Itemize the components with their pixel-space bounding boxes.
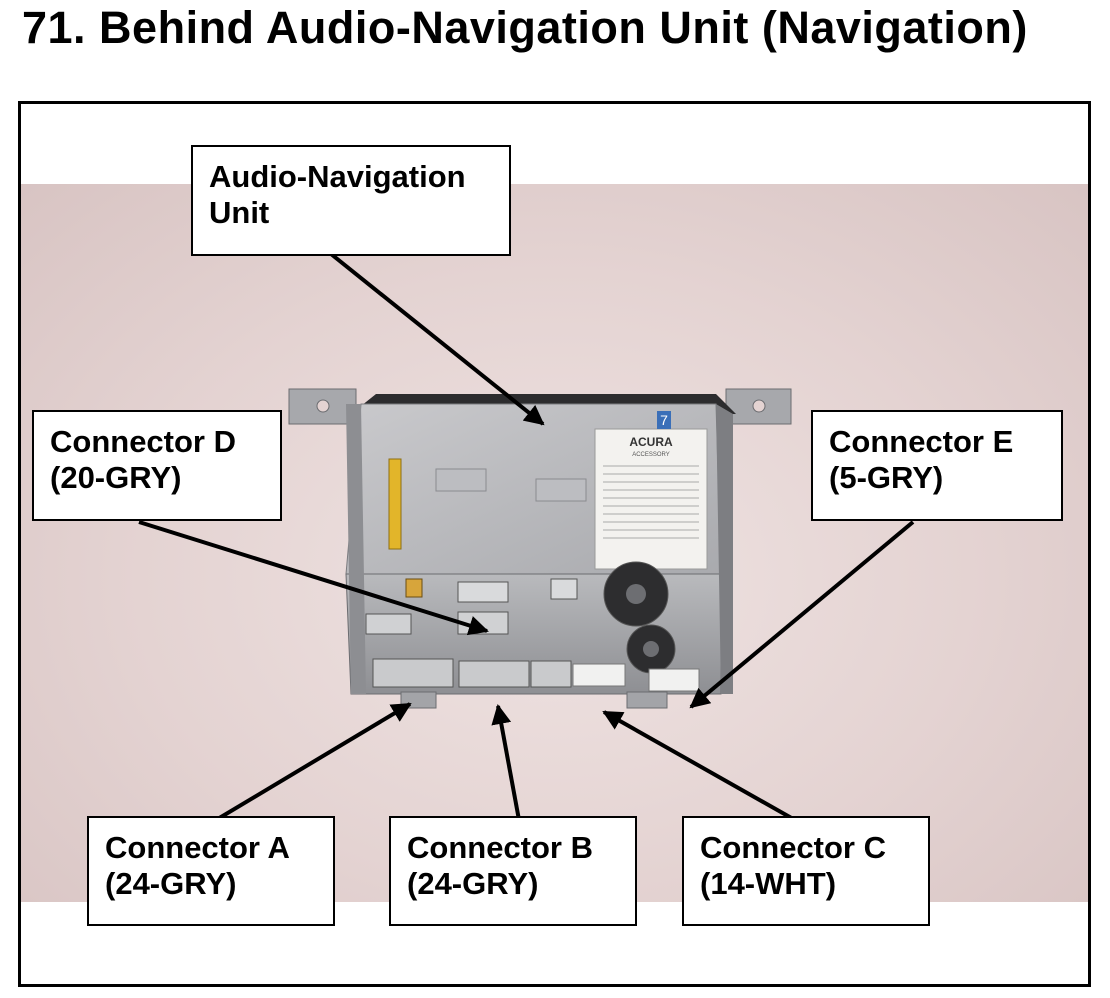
- spec-label: 7 ACURA ACCESSORY: [594, 411, 708, 570]
- callout-audio-navigation-unit: Audio-Navigation Unit: [191, 145, 511, 256]
- arrow-connector-a: [214, 702, 412, 822]
- svg-text:ACCESSORY: ACCESSORY: [632, 452, 670, 458]
- arrow-connector-e: [689, 520, 915, 709]
- arrow-connector-b: [491, 704, 521, 821]
- cooling-fan: [603, 561, 676, 674]
- arrow-connector-c: [602, 710, 796, 822]
- svg-text:7: 7: [660, 412, 668, 428]
- callout-connector-a: Connector A (24-GRY): [87, 816, 335, 926]
- callout-connector-e: Connector E (5-GRY): [811, 410, 1063, 521]
- callout-connector-c: Connector C (14-WHT): [682, 816, 930, 926]
- warning-strip: [388, 458, 402, 550]
- page-title: 71. Behind Audio-Navigation Unit (Naviga…: [22, 2, 1028, 53]
- callout-connector-d: Connector D (20-GRY): [32, 410, 282, 521]
- unit-body: 7 ACURA ACCESSORY: [345, 394, 736, 709]
- arrow-connector-d: [138, 520, 489, 636]
- svg-text:ACURA: ACURA: [629, 435, 673, 449]
- arrow-unit: [329, 252, 545, 426]
- unit-illustration: 7 ACURA ACCESSORY: [138, 252, 915, 822]
- left-bracket: [288, 388, 357, 425]
- right-bracket: [725, 388, 792, 425]
- callout-connector-b: Connector B (24-GRY): [389, 816, 637, 926]
- figure-frame: 7 ACURA ACCESSORY: [18, 101, 1091, 987]
